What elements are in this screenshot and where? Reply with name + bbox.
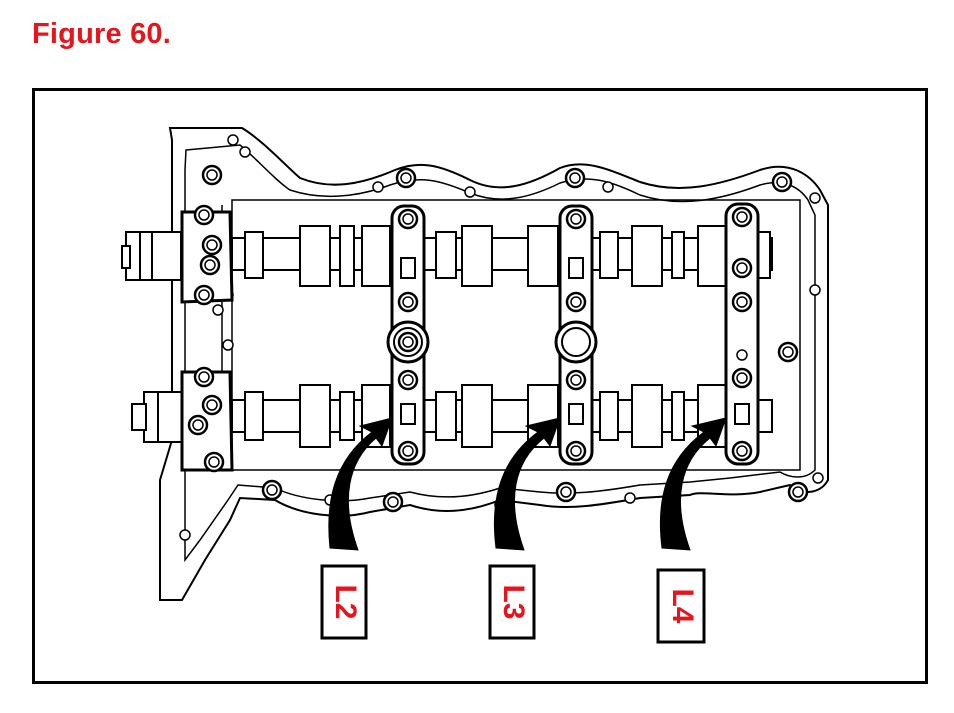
arrow-L2 [328, 417, 393, 551]
arrow-L3 [493, 417, 561, 551]
bearing-cap-L3 [554, 204, 598, 466]
figure-title: Figure 60. [32, 18, 171, 50]
front-bearing-cap-intake [180, 204, 234, 306]
label-L2: L2 [329, 584, 362, 619]
label-box-L4: L4 [656, 568, 706, 644]
bearing-cap-L4 [724, 202, 760, 466]
front-bearing-cap-exhaust [180, 366, 234, 473]
bearing-cap-L2 [386, 204, 430, 466]
label-L4: L4 [666, 588, 699, 623]
exhaust-camshaft [131, 384, 773, 448]
label-box-L2: L2 [320, 564, 368, 640]
cylinder-head-outline [159, 127, 829, 601]
arrow-L4 [659, 417, 727, 551]
diagram-frame [32, 88, 928, 684]
label-L3: L3 [497, 584, 530, 619]
label-box-L3: L3 [488, 564, 536, 640]
intake-camshaft [121, 225, 773, 287]
